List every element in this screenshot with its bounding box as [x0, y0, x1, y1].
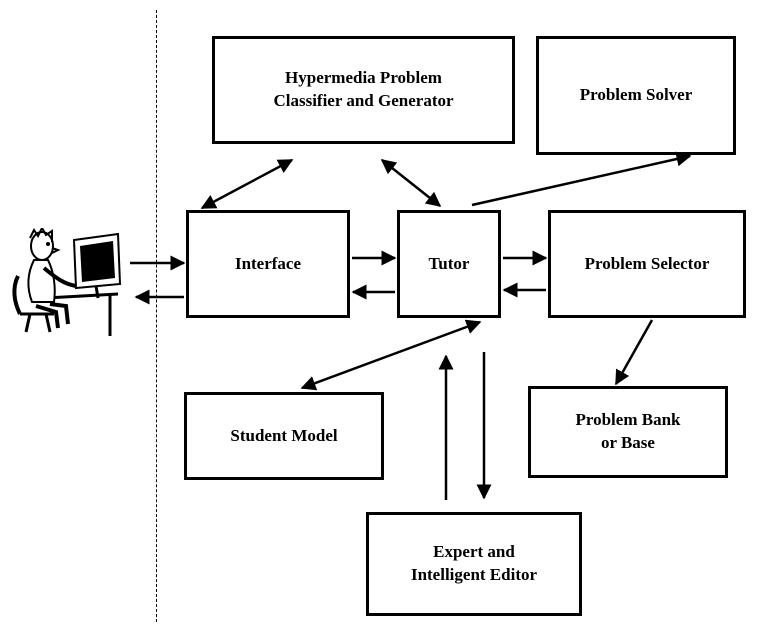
interface-label: Interface — [234, 253, 302, 273]
classifier-tutor-arrow — [380, 159, 442, 207]
selector-to-bank-arrow — [614, 319, 654, 386]
expert-editor-label: Expert and Intelligent Editor — [410, 542, 538, 584]
student-model-box: Student Model — [184, 392, 384, 480]
student-model-label: Student Model — [230, 425, 338, 445]
interface-box: Interface — [186, 210, 350, 318]
expert-editor-box: Expert and Intelligent Editor — [366, 512, 582, 616]
problem-solver-box: Problem Solver — [536, 36, 736, 155]
tutor-label: Tutor — [428, 253, 470, 273]
problem-solver-label: Problem Solver — [579, 85, 693, 105]
classifier-generator-box: Hypermedia Problem Classifier and Genera… — [212, 36, 515, 144]
problem-bank-box: Problem Bank or Base — [528, 386, 728, 478]
problem-bank-label: Problem Bank or Base — [575, 410, 681, 452]
system-boundary-line — [156, 10, 157, 622]
interface-classifier-arrow — [200, 158, 294, 210]
tutor-box: Tutor — [397, 210, 501, 318]
tutor-to-solver-arrow — [471, 151, 692, 207]
classifier-generator-label: Hypermedia Problem Classifier and Genera… — [273, 68, 454, 110]
user-at-computer-icon — [12, 228, 122, 336]
problem-selector-label: Problem Selector — [584, 253, 710, 273]
problem-selector-box: Problem Selector — [548, 210, 746, 318]
tutor-student-model-arrow — [300, 319, 482, 391]
